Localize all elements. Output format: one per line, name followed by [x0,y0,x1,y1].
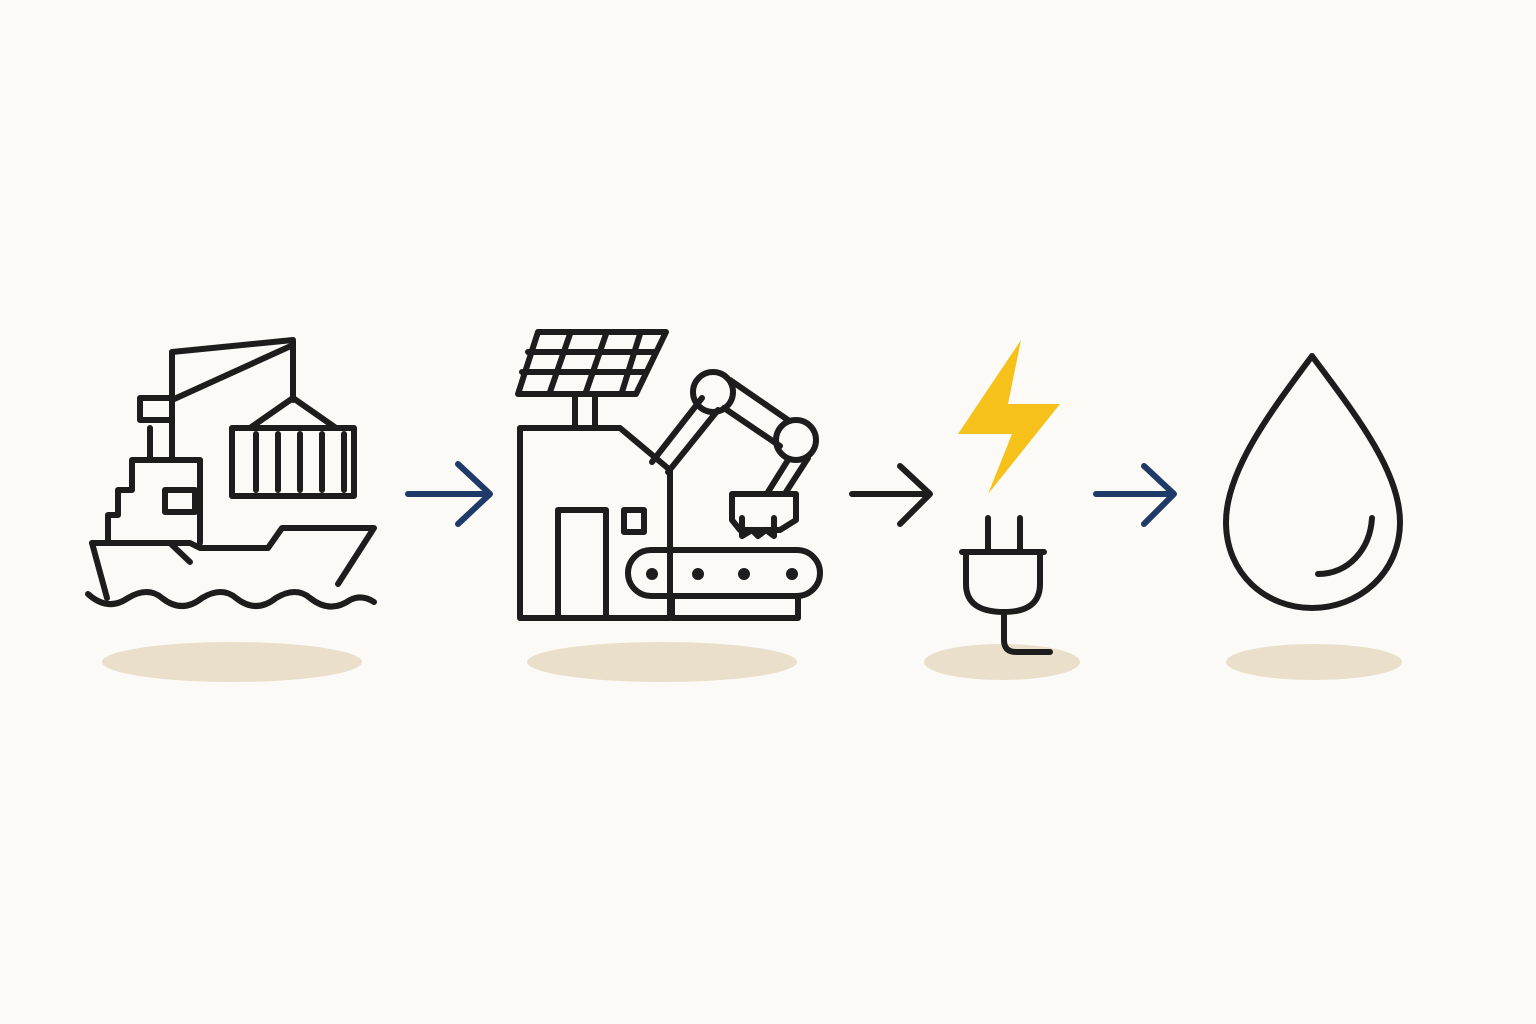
lightning-bolt-icon [958,340,1060,494]
cargo-ship-icon [85,337,377,610]
arrow-right-icon [1093,463,1177,527]
lightning-plug-icon [958,340,1060,655]
drop-shadow [1226,644,1402,680]
water-drop-icon [1223,353,1403,611]
ship-shadow [102,642,362,682]
arrow-right-icon [405,461,493,527]
plug-icon [959,515,1053,655]
arrow-right-icon [849,463,933,527]
plug-shadow [924,644,1080,680]
solar-panel-icon [515,329,669,397]
factory-shadow [527,642,797,682]
solar-factory-robot-icon [515,329,823,621]
